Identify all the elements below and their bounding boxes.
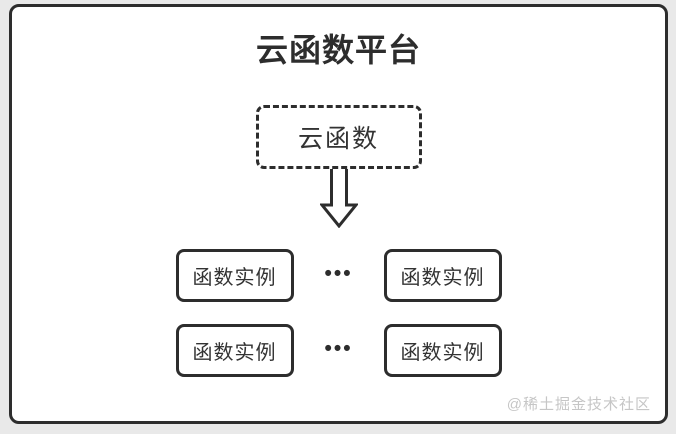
instance-node: 函数实例 bbox=[383, 324, 502, 377]
ellipsis-dots: ••• bbox=[324, 337, 353, 360]
instance-row: 函数实例 ••• 函数实例 bbox=[12, 249, 665, 302]
watermark: @稀土掘金技术社区 bbox=[506, 396, 651, 413]
instance-row: 函数实例 ••• 函数实例 bbox=[12, 324, 665, 377]
ellipsis-dots: ••• bbox=[324, 262, 353, 285]
instance-node: 函数实例 bbox=[383, 249, 502, 302]
cloud-function-node: 云函数 bbox=[255, 105, 422, 169]
diagram-frame: 云函数平台 云函数 函数实例 ••• 函数实例 函数实例 ••• 函数实例 @稀… bbox=[9, 4, 668, 424]
instance-node: 函数实例 bbox=[175, 324, 294, 377]
down-arrow-icon bbox=[319, 169, 358, 228]
instance-node: 函数实例 bbox=[175, 249, 294, 302]
instance-label: 函数实例 bbox=[400, 342, 485, 364]
diagram-title: 云函数平台 bbox=[255, 32, 421, 68]
instance-label: 函数实例 bbox=[192, 342, 277, 364]
instance-label: 函数实例 bbox=[192, 267, 277, 289]
cloud-function-label: 云函数 bbox=[297, 125, 379, 153]
instances-grid: 函数实例 ••• 函数实例 函数实例 ••• 函数实例 bbox=[12, 249, 665, 377]
instance-label: 函数实例 bbox=[400, 267, 485, 289]
